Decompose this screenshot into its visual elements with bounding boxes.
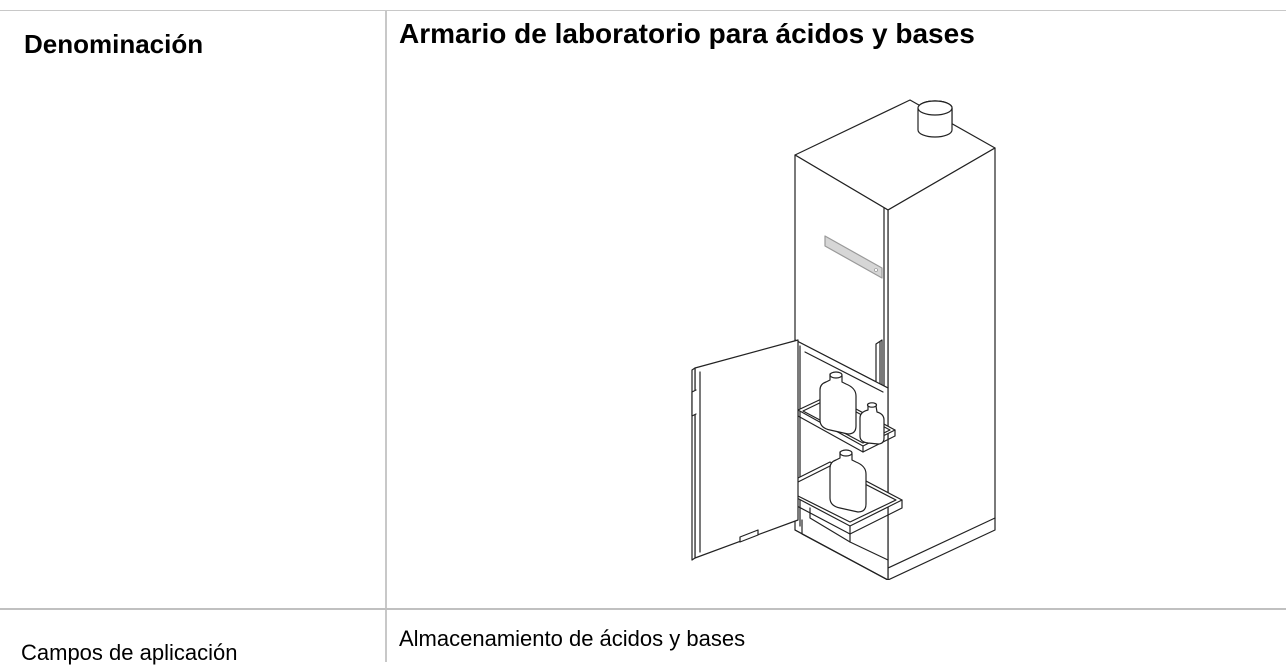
open-door	[691, 339, 799, 561]
column-divider	[385, 10, 387, 662]
bottle-large-upper	[819, 371, 857, 435]
denomination-label: Denominación	[24, 29, 204, 59]
bottle-small-upper	[859, 402, 885, 445]
table-top-rule	[0, 10, 1286, 11]
cabinet-illustration	[670, 90, 1010, 580]
bottle-lower	[829, 449, 867, 513]
application-fields-value: Almacenamiento de ácidos y bases	[399, 626, 746, 651]
product-title: Armario de laboratorio para ácidos y bas…	[399, 18, 975, 49]
application-fields-label: Campos de aplicación	[21, 640, 238, 665]
row-divider	[0, 608, 1286, 610]
